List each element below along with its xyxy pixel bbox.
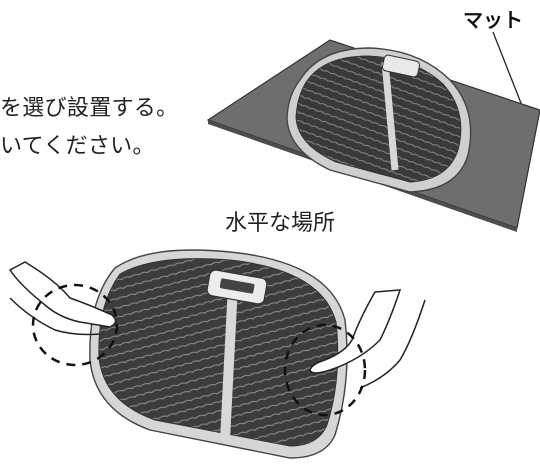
- grip-dashed-circle-left: [31, 283, 119, 367]
- mat-label: マット: [463, 8, 523, 32]
- vibration-platform-icon-bottom: [89, 249, 348, 459]
- hand-icon-left: [8, 261, 117, 336]
- grip-dashed-circle-right: [283, 323, 367, 417]
- hand-icon-right: [309, 289, 426, 389]
- vibration-platform-icon-top: [286, 47, 472, 193]
- instruction-line-1: を選び設置する。: [0, 96, 179, 121]
- level-place-label: 水平な場所: [225, 211, 336, 236]
- instruction-line-2: いてください。: [0, 134, 155, 159]
